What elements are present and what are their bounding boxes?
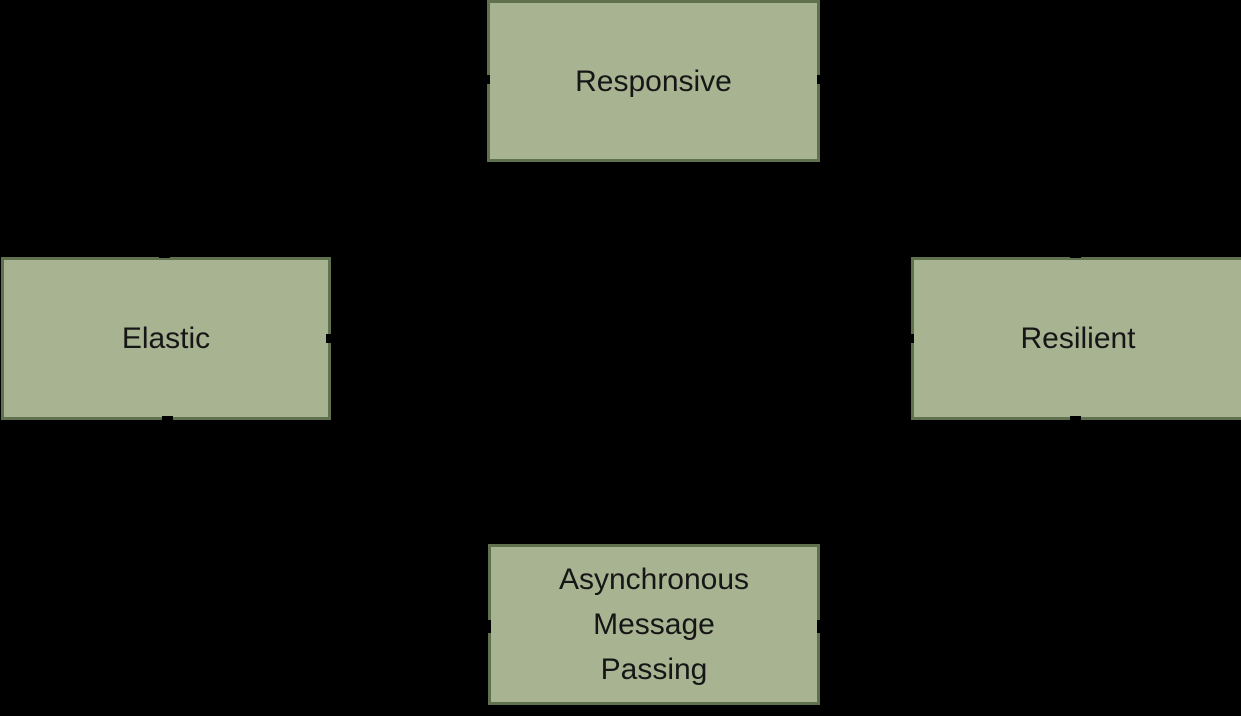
arrow-tip-resilient-bottom	[1070, 416, 1081, 421]
arrow-tip-elastic-top	[159, 253, 170, 258]
box-resilient: Resilient	[911, 257, 1241, 420]
box-responsive-label: Responsive	[575, 64, 732, 98]
arrow-tip-responsive-right	[817, 75, 822, 84]
arrow-tip-responsive-left	[485, 75, 490, 84]
box-asynchronous-message-passing: Asynchronous Message Passing	[488, 544, 820, 705]
box-async-label-line1: Asynchronous	[558, 563, 750, 596]
arrow-tip-async-right	[817, 620, 822, 633]
box-async-label-line2: Message	[593, 608, 715, 641]
arrow-tip-async-left	[486, 620, 491, 633]
box-async-label-line3: Passing	[600, 653, 708, 686]
arrow-tip-elastic-bottom	[162, 416, 173, 421]
box-responsive: Responsive	[487, 0, 820, 162]
arrow-tip-resilient-left	[909, 334, 914, 343]
box-elastic: Elastic	[1, 257, 331, 420]
box-elastic-label: Elastic	[121, 322, 211, 355]
box-resilient-label: Resilient	[1020, 322, 1136, 355]
arrow-tip-resilient-top	[1070, 253, 1081, 258]
arrow-tip-elastic-right	[326, 334, 331, 343]
